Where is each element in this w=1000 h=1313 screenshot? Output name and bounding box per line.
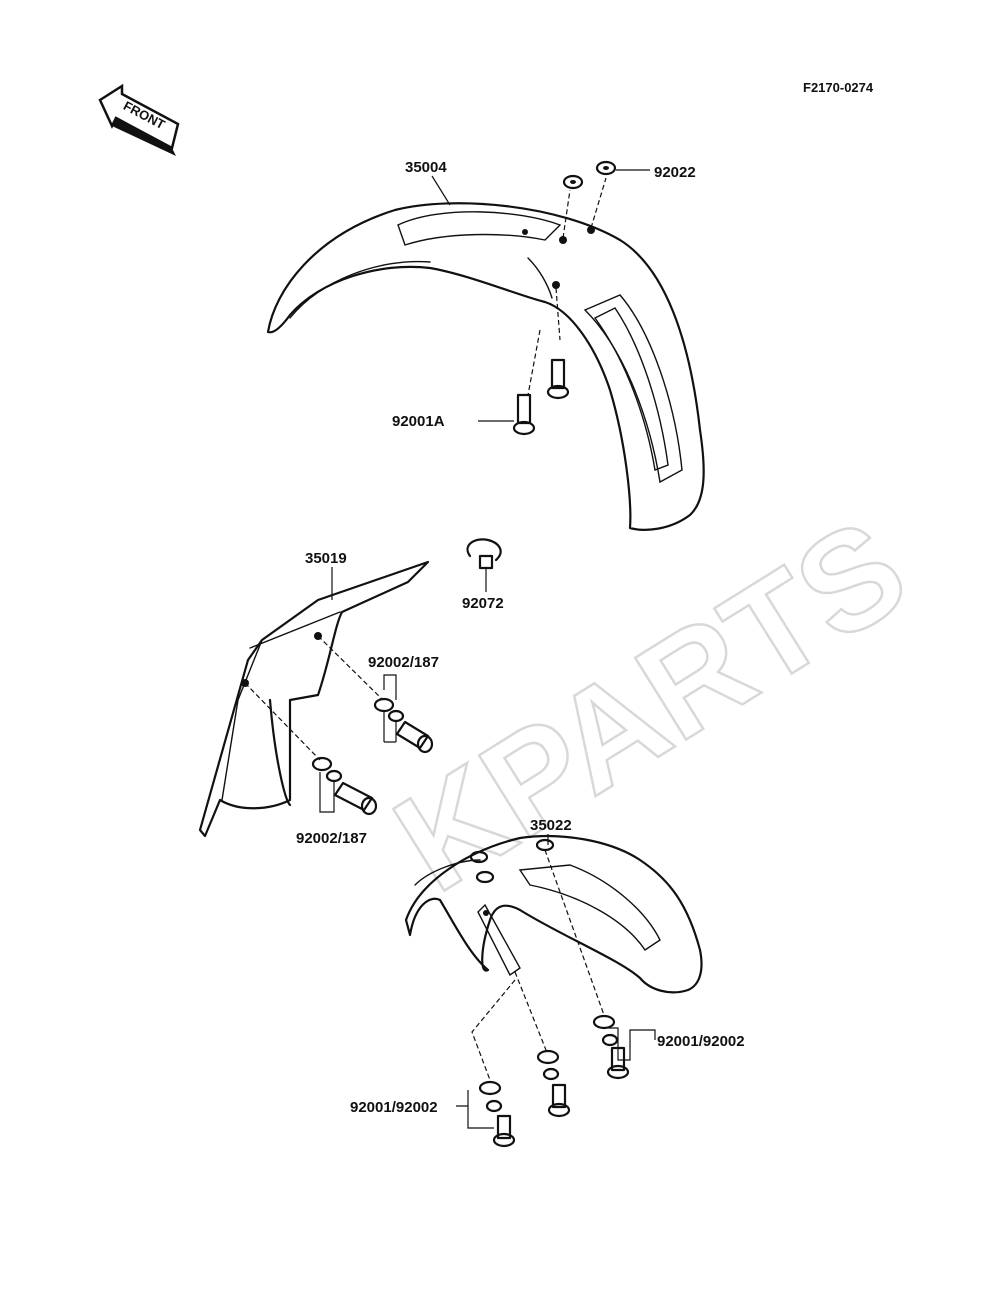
bolt-rear-right-icon (592, 1014, 630, 1080)
bolt-flap-lower-icon (311, 756, 378, 816)
callout-92001-92002-right: 92001/92002 (657, 1033, 745, 1050)
diagram-code: F2170-0274 (803, 80, 874, 95)
bolt-rear-left-icon (478, 1080, 516, 1148)
watermark: KPARTS (369, 488, 932, 921)
callout-92002-187-upper: 92002/187 (368, 654, 439, 671)
callout-35022: 35022 (530, 817, 572, 834)
callout-92022: 92022 (654, 164, 696, 181)
callout-92001a: 92001A (392, 413, 445, 430)
nut-92022-icon (562, 160, 617, 190)
front-arrow-icon: FRONT (98, 83, 180, 156)
bolt-rear-centre-icon (536, 1049, 571, 1118)
callout-35019: 35019 (305, 550, 347, 567)
callout-92072: 92072 (462, 595, 504, 612)
rear-fender-35022 (404, 834, 703, 994)
clamp-92072-icon (466, 538, 502, 570)
callout-35004: 35004 (405, 159, 447, 176)
bolt-92001a-icon (512, 358, 570, 436)
callout-92002-187-lower: 92002/187 (296, 830, 367, 847)
callout-92001-92002-left: 92001/92002 (350, 1099, 438, 1116)
bolt-flap-upper-icon (373, 697, 434, 754)
front-fender (266, 177, 705, 531)
